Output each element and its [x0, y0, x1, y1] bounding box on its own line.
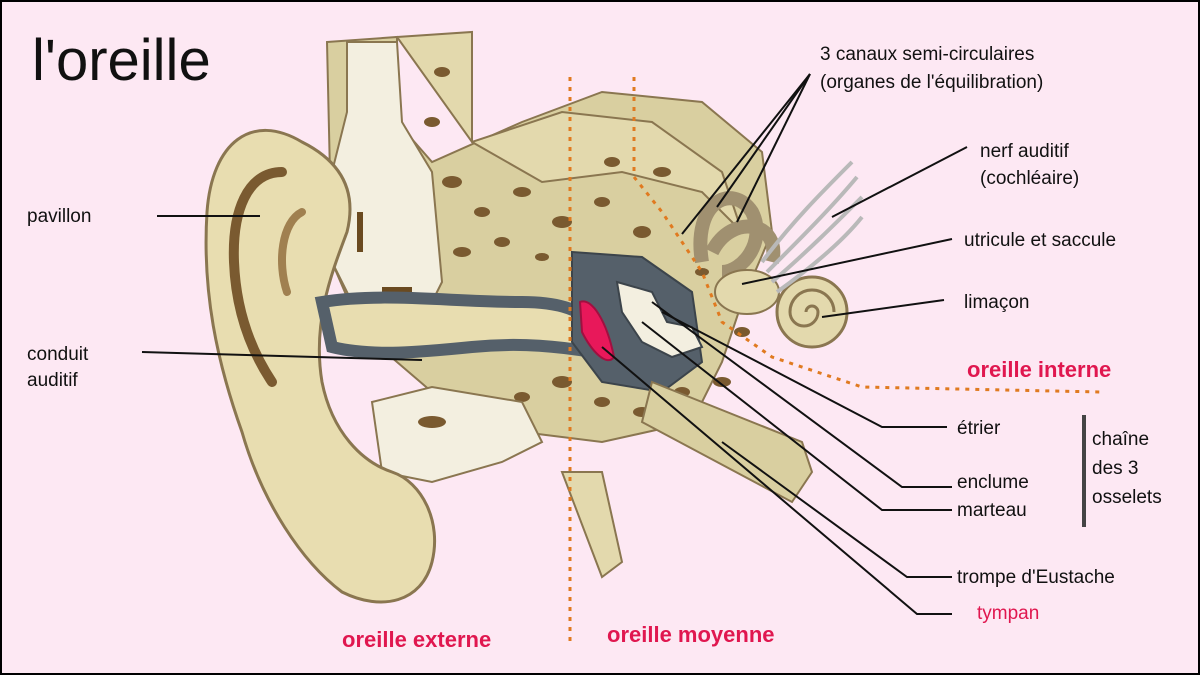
label-tympan: tympan: [977, 603, 1039, 624]
label-limacon: limaçon: [964, 292, 1029, 313]
label-conduit-line1: conduit: [27, 344, 89, 365]
label-pavillon: pavillon: [27, 206, 91, 227]
label-nerf-line1: nerf auditif: [980, 141, 1069, 162]
diagram-title: l'oreille: [32, 28, 211, 93]
region-label-moyenne: oreille moyenne: [607, 622, 775, 647]
lower-bone: [372, 387, 542, 482]
label-marteau: marteau: [957, 500, 1027, 521]
label-utricule: utricule et saccule: [964, 230, 1116, 251]
label-canaux-line2: (organes de l'équilibration): [820, 72, 1043, 93]
label-chaine-line3: osselets: [1092, 487, 1162, 508]
region-label-interne: oreille interne: [967, 357, 1111, 382]
auditory-canal: [322, 298, 592, 353]
region-label-externe: oreille externe: [342, 627, 491, 652]
label-enclume: enclume: [957, 472, 1029, 493]
label-etrier: étrier: [957, 418, 1001, 439]
label-canaux-line1: 3 canaux semi-circulaires: [820, 44, 1034, 65]
cochlea: [777, 277, 847, 347]
mastoid-block: [332, 42, 442, 322]
osselets-bracket: [1082, 415, 1086, 527]
label-nerf-line2: (cochléaire): [980, 168, 1079, 189]
label-trompe: trompe d'Eustache: [957, 567, 1115, 588]
ear-illustration: [206, 32, 862, 602]
label-chaine-line1: chaîne: [1092, 429, 1149, 450]
vestibule: [715, 270, 779, 314]
eustachian-tube: [642, 382, 812, 502]
label-conduit-line2: auditif: [27, 370, 78, 391]
auditory-nerve: [762, 162, 862, 292]
label-chaine-line2: des 3: [1092, 458, 1138, 479]
